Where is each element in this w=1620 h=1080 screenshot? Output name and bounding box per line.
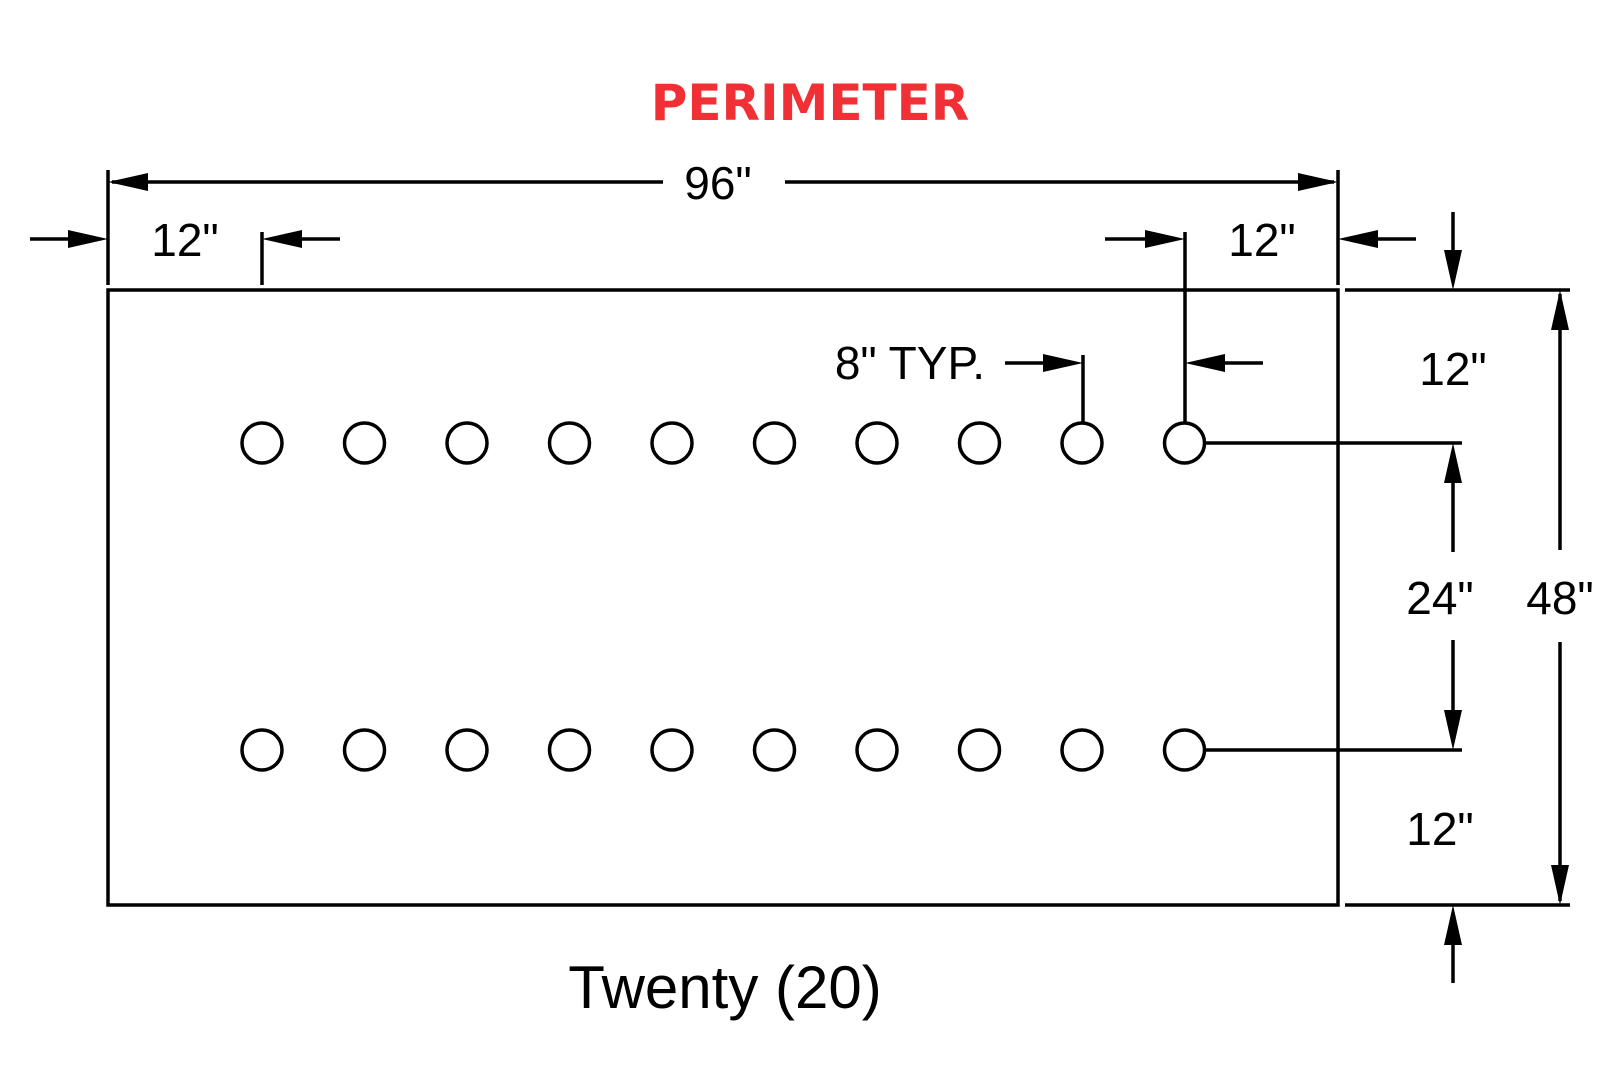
hole (240, 421, 284, 465)
hole-spacing-label: 8" TYP. (835, 337, 985, 389)
arrowhead-top (1551, 290, 1569, 330)
arrowhead (1444, 443, 1462, 483)
hole (752, 728, 797, 772)
overall-height-label: 48" (1526, 572, 1594, 624)
hole-count-caption: Twenty (20) (568, 954, 881, 1021)
left-edge-offset-dimension: 12" (30, 214, 340, 266)
arrowhead-right (1298, 173, 1338, 191)
arrowhead (1444, 710, 1462, 750)
arrowhead-bottom (1551, 865, 1569, 905)
hole (1060, 421, 1104, 465)
hole (547, 728, 592, 772)
hole (445, 421, 489, 465)
overall-width-label: 96" (684, 157, 752, 209)
arrowhead (1444, 250, 1462, 290)
hole-pattern (240, 421, 1207, 772)
hole (650, 728, 694, 772)
arrowhead (262, 230, 302, 248)
hole (752, 421, 797, 465)
bottom-edge-offset-label: 12" (1406, 803, 1474, 855)
right-edge-offset-label: 12" (1228, 214, 1296, 266)
arrowhead (1145, 230, 1185, 248)
arrowhead-left (108, 173, 148, 191)
arrowhead (1444, 905, 1462, 945)
top-edge-offset-label: 12" (1419, 343, 1487, 395)
left-edge-offset-label: 12" (151, 214, 219, 266)
hole (1060, 728, 1104, 772)
row-spacing-label: 24" (1406, 572, 1474, 624)
hole (445, 728, 489, 772)
hole (650, 421, 694, 465)
hole (1162, 421, 1207, 465)
arrowhead (1043, 354, 1083, 372)
overall-height-dimension: 48" (1526, 290, 1594, 905)
hole (240, 728, 284, 772)
hole (855, 728, 899, 772)
top-edge-offset-dimension: 12" (1419, 212, 1487, 483)
hole (547, 421, 592, 465)
hole (957, 728, 1002, 772)
overall-width-dimension: 96" (108, 157, 1338, 209)
arrowhead (1185, 354, 1225, 372)
drawing-title: PERIMETER (651, 74, 970, 132)
hole (855, 421, 899, 465)
hole (342, 728, 387, 772)
panel-outline (106, 288, 1340, 907)
right-edge-offset-dimension: 12" (1105, 214, 1416, 266)
hole-spacing-dimension: 8" TYP. (835, 337, 1263, 389)
arrowhead (68, 230, 108, 248)
arrowhead (1338, 230, 1378, 248)
hole (957, 421, 1002, 465)
extension-lines (106, 170, 1570, 907)
hole (1162, 728, 1207, 772)
hole (342, 421, 387, 465)
row-spacing-dimension: 24" (1406, 481, 1474, 750)
bottom-edge-offset-dimension: 12" (1406, 803, 1474, 983)
